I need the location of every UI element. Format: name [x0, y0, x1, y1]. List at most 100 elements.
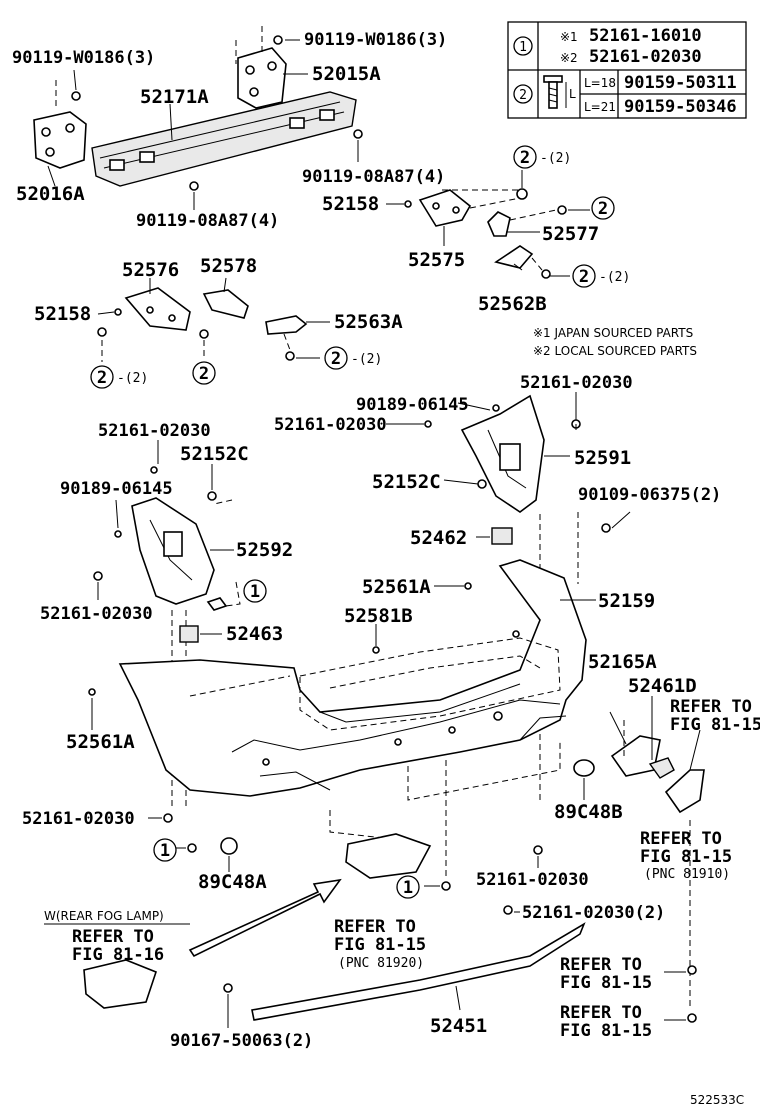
label-52159: 52159 [598, 590, 655, 612]
retainer-52461d [648, 757, 675, 779]
screw-icon [285, 351, 295, 361]
reinforcement-group [33, 26, 363, 191]
label-52451: 52451 [430, 1015, 487, 1037]
label-52158-top: 52158 [322, 193, 379, 215]
svg-text:1: 1 [160, 841, 170, 861]
marker-one-icon: 1 [243, 579, 267, 603]
refer-b-2: FIG 81-15 [640, 847, 732, 867]
label-90119-w0186-left: 90119-W0186(3) [12, 48, 155, 68]
label-52015a: 52015A [312, 63, 381, 85]
clip-icon [503, 905, 513, 915]
legend-marker-1: 1 [519, 40, 527, 55]
label-52462: 52462 [410, 527, 467, 549]
legend-part-3: 90159-50311 [624, 73, 737, 93]
marker-two-icon: 2 [591, 196, 615, 220]
note-japan: ※1 JAPAN SOURCED PARTS [533, 326, 693, 340]
refer-fog-2: FIG 81-16 [72, 945, 164, 965]
legend-dim: L [569, 87, 576, 101]
svg-text:-(2): -(2) [351, 352, 382, 367]
screw-icon [97, 327, 107, 337]
marker-two-icon: 2 -(2) [90, 365, 148, 389]
screw-icon [557, 205, 567, 215]
clip-icon [464, 582, 472, 590]
side-retainer-left [93, 466, 241, 810]
label-52171a: 52171A [140, 86, 209, 108]
label-52161-02030-right-mid: 52161-02030 [274, 415, 387, 435]
label-52561a-left: 52561A [66, 731, 135, 753]
diagram-code: 522533C [690, 1093, 744, 1107]
screw-icon [199, 329, 209, 339]
bracket-52578 [202, 289, 249, 319]
label-52016a: 52016A [16, 183, 85, 205]
legend-table: 1 ※1 52161-16010 ※2 52161-02030 2 L L=18… [507, 21, 747, 119]
arrow-icon [188, 878, 342, 958]
legend-m2: ※2 [560, 51, 578, 65]
label-52161-02030-right-top: 52161-02030 [520, 373, 633, 393]
pad-52463 [179, 625, 199, 643]
reflector-ref-8115 [345, 833, 432, 879]
refer-fog-1: REFER TO [72, 927, 154, 947]
refer-b-3: (PNC 81910) [644, 867, 730, 882]
marker-two-icon: 2 -(2) [513, 145, 571, 169]
marker-two-icon: 2 -(2) [324, 346, 382, 370]
bracket-52562b [494, 245, 534, 269]
legend-m1: ※1 [560, 30, 578, 44]
refer-c-1: REFER TO [334, 917, 416, 937]
bracket-52576 [124, 287, 191, 331]
label-52161-02030-qty2: 52161-02030(2) [522, 903, 665, 923]
svg-text:2: 2 [331, 349, 341, 369]
screw-icon [601, 523, 611, 533]
bolt-icon [71, 91, 81, 101]
refer-d-1: REFER TO [560, 955, 642, 975]
screw-icon [207, 491, 217, 501]
fog-lamp-group: W(REAR FOG LAMP) [44, 909, 190, 1009]
reflector-52165a [610, 735, 661, 777]
clip-icon [533, 845, 543, 855]
bumper-reinforcement [91, 91, 357, 187]
sensor-89c48a [220, 837, 238, 855]
marker-two-icon: 2 -(2) [572, 264, 630, 288]
marker-two-icon: 2 [192, 361, 216, 385]
refer-b-1: REFER TO [640, 829, 722, 849]
reinforcement-bracket-left [33, 111, 87, 169]
label-52563a: 52563A [334, 311, 403, 333]
legend-marker-2: 2 [519, 88, 527, 103]
refer-c-3: (PNC 81920) [338, 956, 424, 971]
clip-icon [163, 813, 173, 823]
bracket-52575 [418, 189, 472, 227]
svg-text:2: 2 [598, 199, 608, 219]
label-52161-02030-left-top: 52161-02030 [98, 421, 211, 441]
upper-right-brackets [404, 188, 567, 279]
clip-icon [114, 308, 122, 316]
label-52581b: 52581B [344, 605, 413, 627]
bracket-ref-8115 [664, 769, 705, 814]
label-52561a-right: 52561A [362, 576, 431, 598]
retainer-52577 [487, 211, 511, 237]
refer-a-2: FIG 81-15 [670, 715, 760, 735]
refer-e-1: REFER TO [560, 1003, 642, 1023]
label-52576: 52576 [122, 259, 179, 281]
clip-icon [114, 530, 122, 538]
svg-text:1: 1 [403, 878, 413, 898]
label-52152c-left: 52152C [180, 443, 249, 465]
note-local: ※2 LOCAL SOURCED PARTS [533, 344, 697, 358]
refer-d-2: FIG 81-15 [560, 973, 652, 993]
label-90189-06145-right: 90189-06145 [356, 395, 469, 415]
screw-icon [541, 269, 551, 279]
refer-e-2: FIG 81-15 [560, 1021, 652, 1041]
label-89c48b: 89C48B [554, 801, 623, 823]
label-52152c-right: 52152C [372, 471, 441, 493]
label-90119-08a87-left: 90119-08A87(4) [136, 211, 279, 231]
svg-text:-(2): -(2) [540, 151, 571, 166]
label-52578: 52578 [200, 255, 257, 277]
fog-header: W(REAR FOG LAMP) [44, 909, 164, 923]
clip-icon [88, 688, 96, 696]
label-90167-50063: 90167-50063(2) [170, 1031, 313, 1051]
marker-one-icon: 1 [396, 875, 420, 899]
label-52562b: 52562B [478, 293, 547, 315]
bolt-icon [353, 129, 363, 139]
label-90119-w0186-right: 90119-W0186(3) [304, 30, 447, 50]
svg-text:-(2): -(2) [599, 270, 630, 285]
legend-part-1: 52161-16010 [589, 26, 702, 46]
